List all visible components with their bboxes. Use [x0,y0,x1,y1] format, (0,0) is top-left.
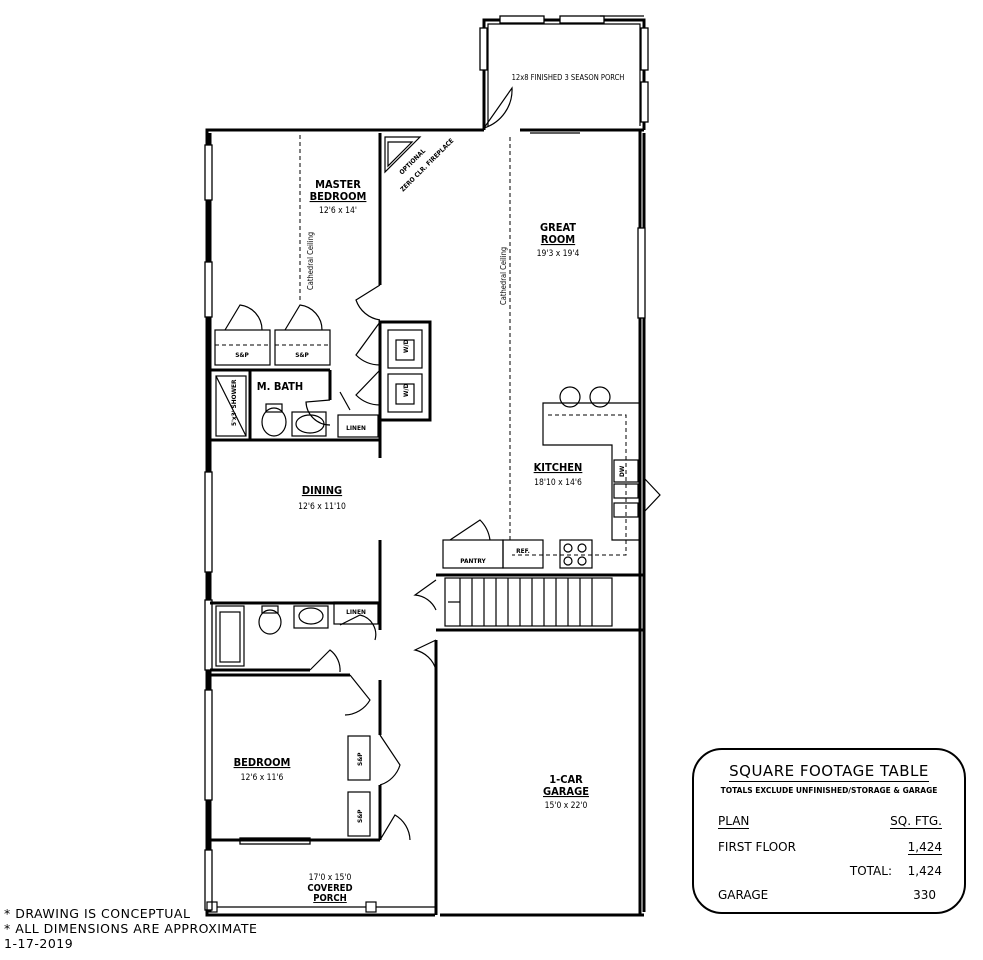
covered-dim: 17'0 x 15'0 [309,873,352,883]
master-name1: MASTER [315,178,361,191]
linen-label-1: LINEN [346,424,366,432]
sqft-garage-value: 330 [913,888,936,902]
master-dim: 12'6 x 14' [319,206,357,216]
garage-dim: 15'0 x 22'0 [545,801,588,811]
sqft-col-sqft: SQ. FTG. [890,814,942,829]
kitchen-name: KITCHEN [534,461,583,474]
dw-label: DW [618,465,626,477]
square-footage-table: SQUARE FOOTAGE TABLE TOTALS EXCLUDE UNFI… [692,748,966,914]
kitchen-counters [502,386,641,569]
closets [214,329,379,837]
great-name2: ROOM [541,233,575,246]
sqft-garage-label: GARAGE [718,888,769,902]
great-name1: GREAT [540,221,576,234]
porch-door [483,86,580,134]
ref-label: REF. [516,547,530,555]
garage-name2: GARAGE [543,785,589,798]
master-ceiling: Cathedral Ceiling [306,232,315,290]
pantry-label: PANTRY [460,557,486,565]
interior-walls [210,133,644,915]
bedroom-dim: 12'6 x 11'6 [241,773,284,783]
covered-name2: PORCH [313,893,347,904]
wd-label-2: W/D [402,383,410,397]
sip-label-4: S&P [356,809,364,823]
bedroom-name: BEDROOM [234,756,291,769]
mbath-label: M. BATH [257,380,303,393]
note-conceptual: * DRAWING IS CONCEPTUAL [4,906,191,921]
sip-label-1: S&P [235,351,249,359]
washer-dryer [387,329,423,413]
note-dimensions: * ALL DIMENSIONS ARE APPROXIMATE [4,921,258,936]
sqft-subtitle: TOTALS EXCLUDE UNFINISHED/STORAGE & GARA… [720,786,938,795]
linen-label-2: LINEN [346,608,366,616]
drawing-notes: * DRAWING IS CONCEPTUAL * ALL DIMENSIONS… [4,906,257,951]
wd-label-1: W/D [402,339,410,353]
bath-fixtures [215,375,329,667]
sqft-col-plan: PLAN [718,814,750,829]
stairs [444,577,613,627]
great-dim: 19'3 x 19'4 [537,249,580,259]
garage-name1: 1-CAR [549,773,583,786]
dining-dim: 12'6 x 11'10 [298,502,346,512]
master-name2: BEDROOM [310,190,367,203]
sqft-first-floor-value: 1,424 [907,840,942,855]
porch3-label: 12x8 FINISHED 3 SEASON PORCH [512,73,625,82]
kitchen-dim: 18'10 x 14'6 [534,478,582,488]
dining-name: DINING [302,484,342,497]
porch-posts [206,901,435,913]
sqft-title: SQUARE FOOTAGE TABLE [729,762,929,782]
sip-label-3: S&P [356,752,364,766]
covered-name1: COVERED [307,883,352,894]
sqft-total-label: TOTAL: [849,864,892,878]
note-date: 1-17-2019 [4,936,74,951]
porch-windows [479,15,649,123]
sqft-first-floor-label: FIRST FLOOR [718,840,796,854]
fireplace [384,136,422,174]
sip-label-2: S&P [295,351,309,359]
great-ceiling: Cathedral Ceiling [499,247,508,305]
shower-label: 5'x3' SHOWER [230,379,238,426]
sqft-total-value: 1,424 [907,864,942,878]
